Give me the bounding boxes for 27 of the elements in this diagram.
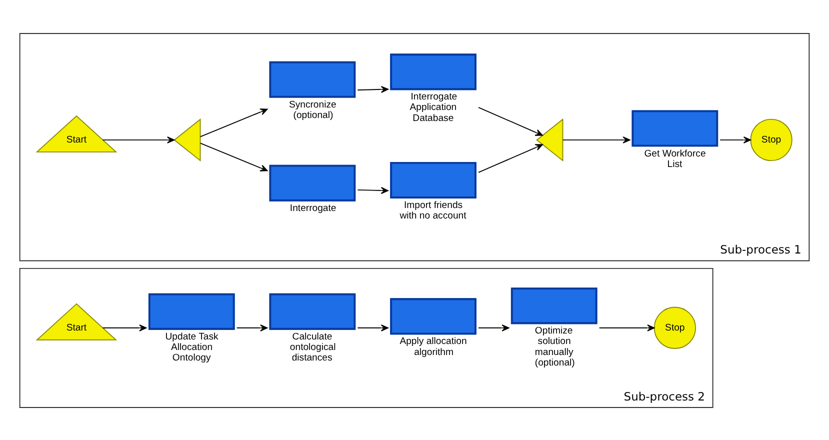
arrow [102,136,175,143]
arrow [478,106,543,136]
node-triangle [174,118,201,162]
node-label: Syncronize (optional) [288,98,336,120]
node-label: Apply allocation algorithm [400,336,467,358]
arrow [357,186,388,194]
node-label: Optimize solution manually (optional) [534,325,575,368]
node-circle: Stop [654,306,696,348]
arrow [598,324,655,331]
node-label: Interrogate Application Database [410,91,458,124]
node-label: Update Task Allocation Ontology [165,330,218,364]
node-label: Interrogate [290,202,336,214]
arrow [478,324,510,331]
arrow [478,144,543,172]
node-label: Get Workforce List [644,148,706,170]
arrow [200,142,268,171]
node-triangle [536,118,564,162]
arrow [562,136,630,143]
arrow [102,324,147,331]
arrow [357,85,388,92]
node-label: Calculate ontological distances [290,330,336,364]
arrow [720,136,751,143]
arrow [357,324,388,331]
node-circle: Stop [750,118,792,161]
node-label: Import friends with no account [400,200,466,222]
arrow [236,324,268,331]
arrow [200,108,268,137]
